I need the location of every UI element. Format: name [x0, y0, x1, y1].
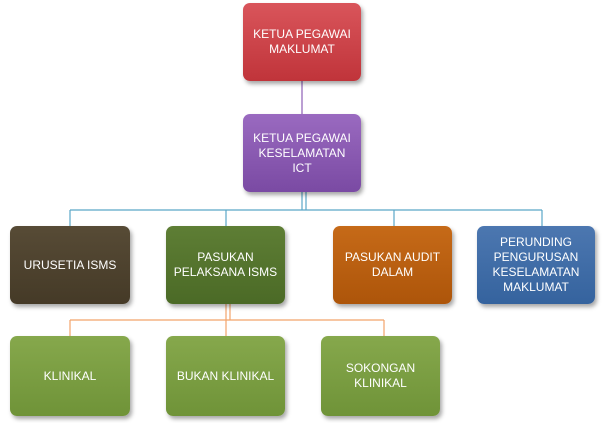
node-label: PASUKAN PELAKSANA ISMS	[173, 250, 278, 279]
node-label: BUKAN KLINIKAL	[176, 368, 275, 383]
node-urusetia-isms: URUSETIA ISMS	[10, 226, 130, 304]
node-label: PASUKAN AUDIT DALAM	[344, 250, 441, 279]
node-label: KETUA PEGAWAI KESELAMATAN ICT	[253, 130, 351, 175]
node-label: SOKONGAN KLINIKAL	[345, 361, 416, 390]
node-klinikal: KLINIKAL	[10, 336, 130, 416]
connector-ict-to-units	[69, 192, 543, 226]
node-sokongan-klinikal: SOKONGAN KLINIKAL	[321, 336, 440, 416]
node-label: PERUNDING PENGURUSAN KESELAMATAN MAKLUMA…	[492, 235, 580, 294]
connector-pelaksana-to-teams	[69, 304, 385, 336]
node-ketua-pegawai-keselamatan-ict: KETUA PEGAWAI KESELAMATAN ICT	[243, 114, 361, 192]
node-ketua-pegawai-maklumat: KETUA PEGAWAI MAKLUMAT	[243, 3, 361, 81]
node-pasukan-pelaksana-isms: PASUKAN PELAKSANA ISMS	[166, 226, 285, 304]
node-label: URUSETIA ISMS	[23, 257, 117, 272]
node-label: KLINIKAL	[43, 368, 97, 383]
node-label: KETUA PEGAWAI MAKLUMAT	[253, 27, 351, 56]
node-pasukan-audit-dalam: PASUKAN AUDIT DALAM	[333, 226, 452, 304]
node-perunding-pengurusan-keselamatan-maklumat: PERUNDING PENGURUSAN KESELAMATAN MAKLUMA…	[477, 226, 595, 304]
node-bukan-klinikal: BUKAN KLINIKAL	[166, 336, 285, 416]
